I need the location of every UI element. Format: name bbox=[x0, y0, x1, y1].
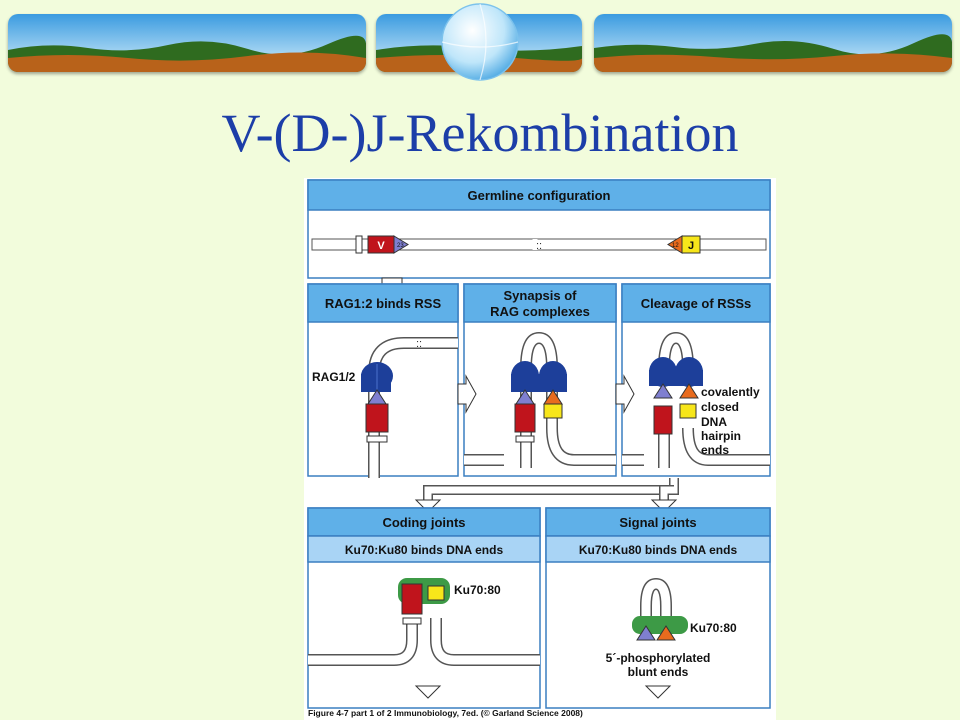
hairpin-note-line3: DNA bbox=[701, 415, 727, 429]
hairpin-note-line5: ends bbox=[701, 443, 729, 457]
arrow-down-icon bbox=[644, 685, 672, 699]
arrow-down-icon bbox=[414, 499, 442, 513]
svg-text:::: :: bbox=[416, 338, 422, 350]
cleavage-panel: Cleavage of RSSs covalently closed DNA h… bbox=[621, 283, 771, 477]
strand-break-mark: :: bbox=[536, 240, 542, 252]
slide-title: V-(D-)J-Rekombination bbox=[221, 103, 739, 163]
germline-panel: Germline configuration :: V 23 12 J bbox=[307, 179, 771, 279]
signal-joints-panel: Signal joints Ku70:Ku80 binds DNA ends K… bbox=[545, 507, 771, 709]
hairpin-note-line4: hairpin bbox=[701, 429, 741, 443]
coding-ku-label: Ku70:80 bbox=[454, 583, 501, 597]
v-gene-segment bbox=[365, 403, 389, 433]
signal-ku-label: Ku70:80 bbox=[690, 621, 737, 635]
arrow-right-icon bbox=[457, 374, 477, 414]
coding-joints-title: Coding joints bbox=[382, 515, 465, 530]
synapsis-title-line1: Synapsis of bbox=[504, 288, 578, 303]
arrow-right-icon bbox=[615, 374, 635, 414]
germline-title: Germline configuration bbox=[467, 188, 610, 203]
signal-joints-subtitle: Ku70:Ku80 binds DNA ends bbox=[579, 543, 738, 557]
arrow-down-icon bbox=[650, 499, 678, 513]
synapsis-panel: Synapsis of RAG complexes bbox=[463, 283, 617, 477]
j-gene-segment bbox=[543, 403, 563, 419]
left-end-marker bbox=[355, 235, 363, 254]
v-gene-segment bbox=[514, 403, 536, 433]
blunt-ends-note-line2: blunt ends bbox=[628, 665, 689, 679]
cleavage-title: Cleavage of RSSs bbox=[641, 296, 752, 311]
coding-joints-panel: Coding joints Ku70:Ku80 binds DNA ends K… bbox=[307, 507, 541, 709]
recombination-diagram: Germline configuration :: V 23 12 J RAG1… bbox=[307, 179, 771, 718]
hairpin-note-line1: covalently bbox=[701, 385, 760, 399]
coding-joints-subtitle: Ku70:Ku80 binds DNA ends bbox=[345, 543, 504, 557]
blunt-ends-note-line1: 5´-phosphorylated bbox=[606, 651, 711, 665]
spacer-23-label: 23 bbox=[397, 243, 404, 249]
v-gene-segment bbox=[653, 405, 673, 435]
v-gene-segment bbox=[401, 583, 423, 615]
j-gene-segment bbox=[681, 235, 701, 254]
recombination-figure: Germline configuration :: V 23 12 J RAG1… bbox=[304, 178, 776, 720]
j-gene-segment bbox=[679, 403, 697, 419]
j-gene-label: J bbox=[688, 240, 694, 252]
v-rss-heptamer bbox=[393, 235, 409, 254]
landscape-banner-left bbox=[8, 14, 366, 72]
signal-joints-title: Signal joints bbox=[619, 515, 696, 530]
rag-binds-panel: RAG1:2 binds RSS :: RAG1/2 bbox=[307, 283, 459, 478]
landscape-banner-right bbox=[594, 14, 952, 72]
synapsis-title-line2: RAG complexes bbox=[490, 304, 590, 319]
v-gene-label: V bbox=[377, 240, 385, 252]
rag-binds-title: RAG1:2 binds RSS bbox=[325, 296, 442, 311]
hairpin-note-line2: closed bbox=[701, 400, 739, 414]
arrow-down-icon bbox=[414, 685, 442, 699]
ku70-80-protein bbox=[632, 616, 688, 634]
spacer-12-label: 12 bbox=[672, 243, 679, 249]
globe-icon bbox=[440, 2, 520, 82]
j-gene-segment bbox=[427, 585, 445, 601]
figure-caption: Figure 4-7 part 1 of 2 Immunobiology, 7e… bbox=[308, 708, 583, 718]
rag12-label: RAG1/2 bbox=[312, 370, 356, 384]
